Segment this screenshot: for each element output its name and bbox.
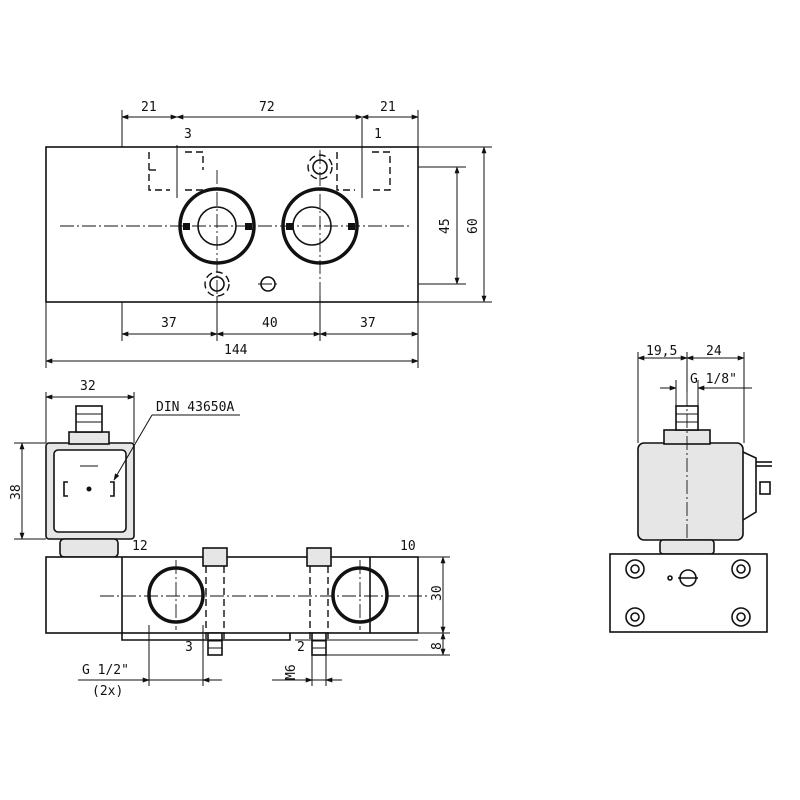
- mount-hole-top: [312, 159, 328, 175]
- dim-32: 32: [80, 379, 96, 394]
- thread-count: (2x): [92, 684, 123, 699]
- dim-21-right: 21: [380, 100, 396, 115]
- dim-19-5: 19,5: [646, 344, 677, 359]
- dim-60: 60: [466, 218, 481, 234]
- dim-30: 30: [430, 585, 445, 601]
- front-view: 32 38 DIN 43650A 12 10 3 2 30 8 G 1/2" (…: [9, 379, 450, 699]
- dim-45: 45: [438, 218, 453, 234]
- side-coil: [637, 442, 744, 541]
- lower-nut: [59, 538, 119, 558]
- coil-nut: [68, 431, 110, 445]
- port-2-bore: [331, 560, 389, 630]
- side-mount-holes: [625, 559, 751, 627]
- dim-37-right: 37: [360, 316, 376, 331]
- dim-144: 144: [224, 343, 248, 358]
- dim-37-left: 37: [161, 316, 177, 331]
- dim-8: 8: [430, 642, 445, 650]
- coil-stem: [75, 405, 103, 433]
- port-label-3: 3: [184, 127, 192, 142]
- top-view: 21 72 21 3 1 45 60 37 40 37 144: [45, 100, 492, 368]
- port-label-2-front: 2: [297, 640, 305, 655]
- dim-21-left: 21: [141, 100, 157, 115]
- port-3-outline: [148, 145, 204, 198]
- port-label-10: 10: [400, 539, 416, 554]
- left-bore: [178, 187, 256, 265]
- dim-40: 40: [262, 316, 278, 331]
- thread-label-g18: G 1/8": [690, 372, 737, 387]
- side-base: [609, 553, 768, 633]
- side-view: 19,5 24 G 1/8": [609, 344, 772, 633]
- bolt-left: [202, 547, 228, 656]
- bolt-right: [306, 547, 332, 656]
- port-label-3-front: 3: [185, 640, 193, 655]
- screw-label-m6: M6: [284, 664, 299, 680]
- dim-38: 38: [9, 484, 24, 500]
- right-bore: [281, 187, 359, 265]
- port-label-12: 12: [132, 539, 148, 554]
- port-label-1: 1: [374, 127, 382, 142]
- dim-72: 72: [259, 100, 275, 115]
- dim-24: 24: [706, 344, 722, 359]
- din-connector-label: DIN 43650A: [156, 400, 234, 415]
- side-connector: [742, 451, 757, 521]
- mount-hole-bottom-left: [209, 276, 225, 292]
- port-3-bore: [147, 560, 205, 630]
- thread-label-g12: G 1/2": [82, 663, 129, 678]
- port-1-outline: [336, 118, 391, 198]
